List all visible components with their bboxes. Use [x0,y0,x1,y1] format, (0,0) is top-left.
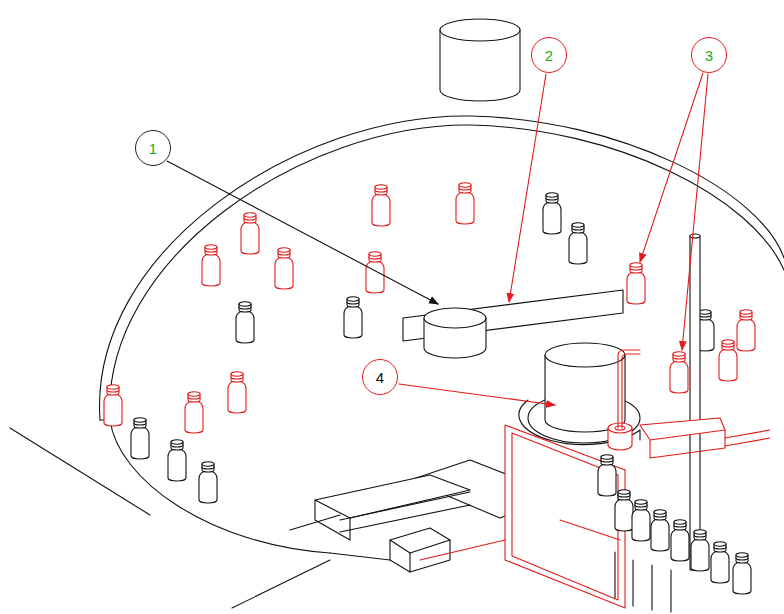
bottle-group-black [131,193,714,503]
callout-number: 1 [149,141,157,156]
leader-lines [167,73,708,405]
callout-number: 4 [376,370,384,385]
support-column [690,234,700,570]
callout-number: 2 [545,48,553,63]
rotary-table [10,116,784,608]
capping-cylinder [519,343,640,445]
callout-circle: 1 [135,130,171,166]
bottle-row [598,455,751,612]
callout-circle: 2 [531,37,567,73]
callout-circle: 4 [362,359,398,395]
bottle-group-red [104,183,755,433]
callout-number: 3 [705,48,713,63]
top-cylinder [440,19,520,101]
callout-circle: 3 [691,37,727,73]
filling-frame [420,350,770,608]
